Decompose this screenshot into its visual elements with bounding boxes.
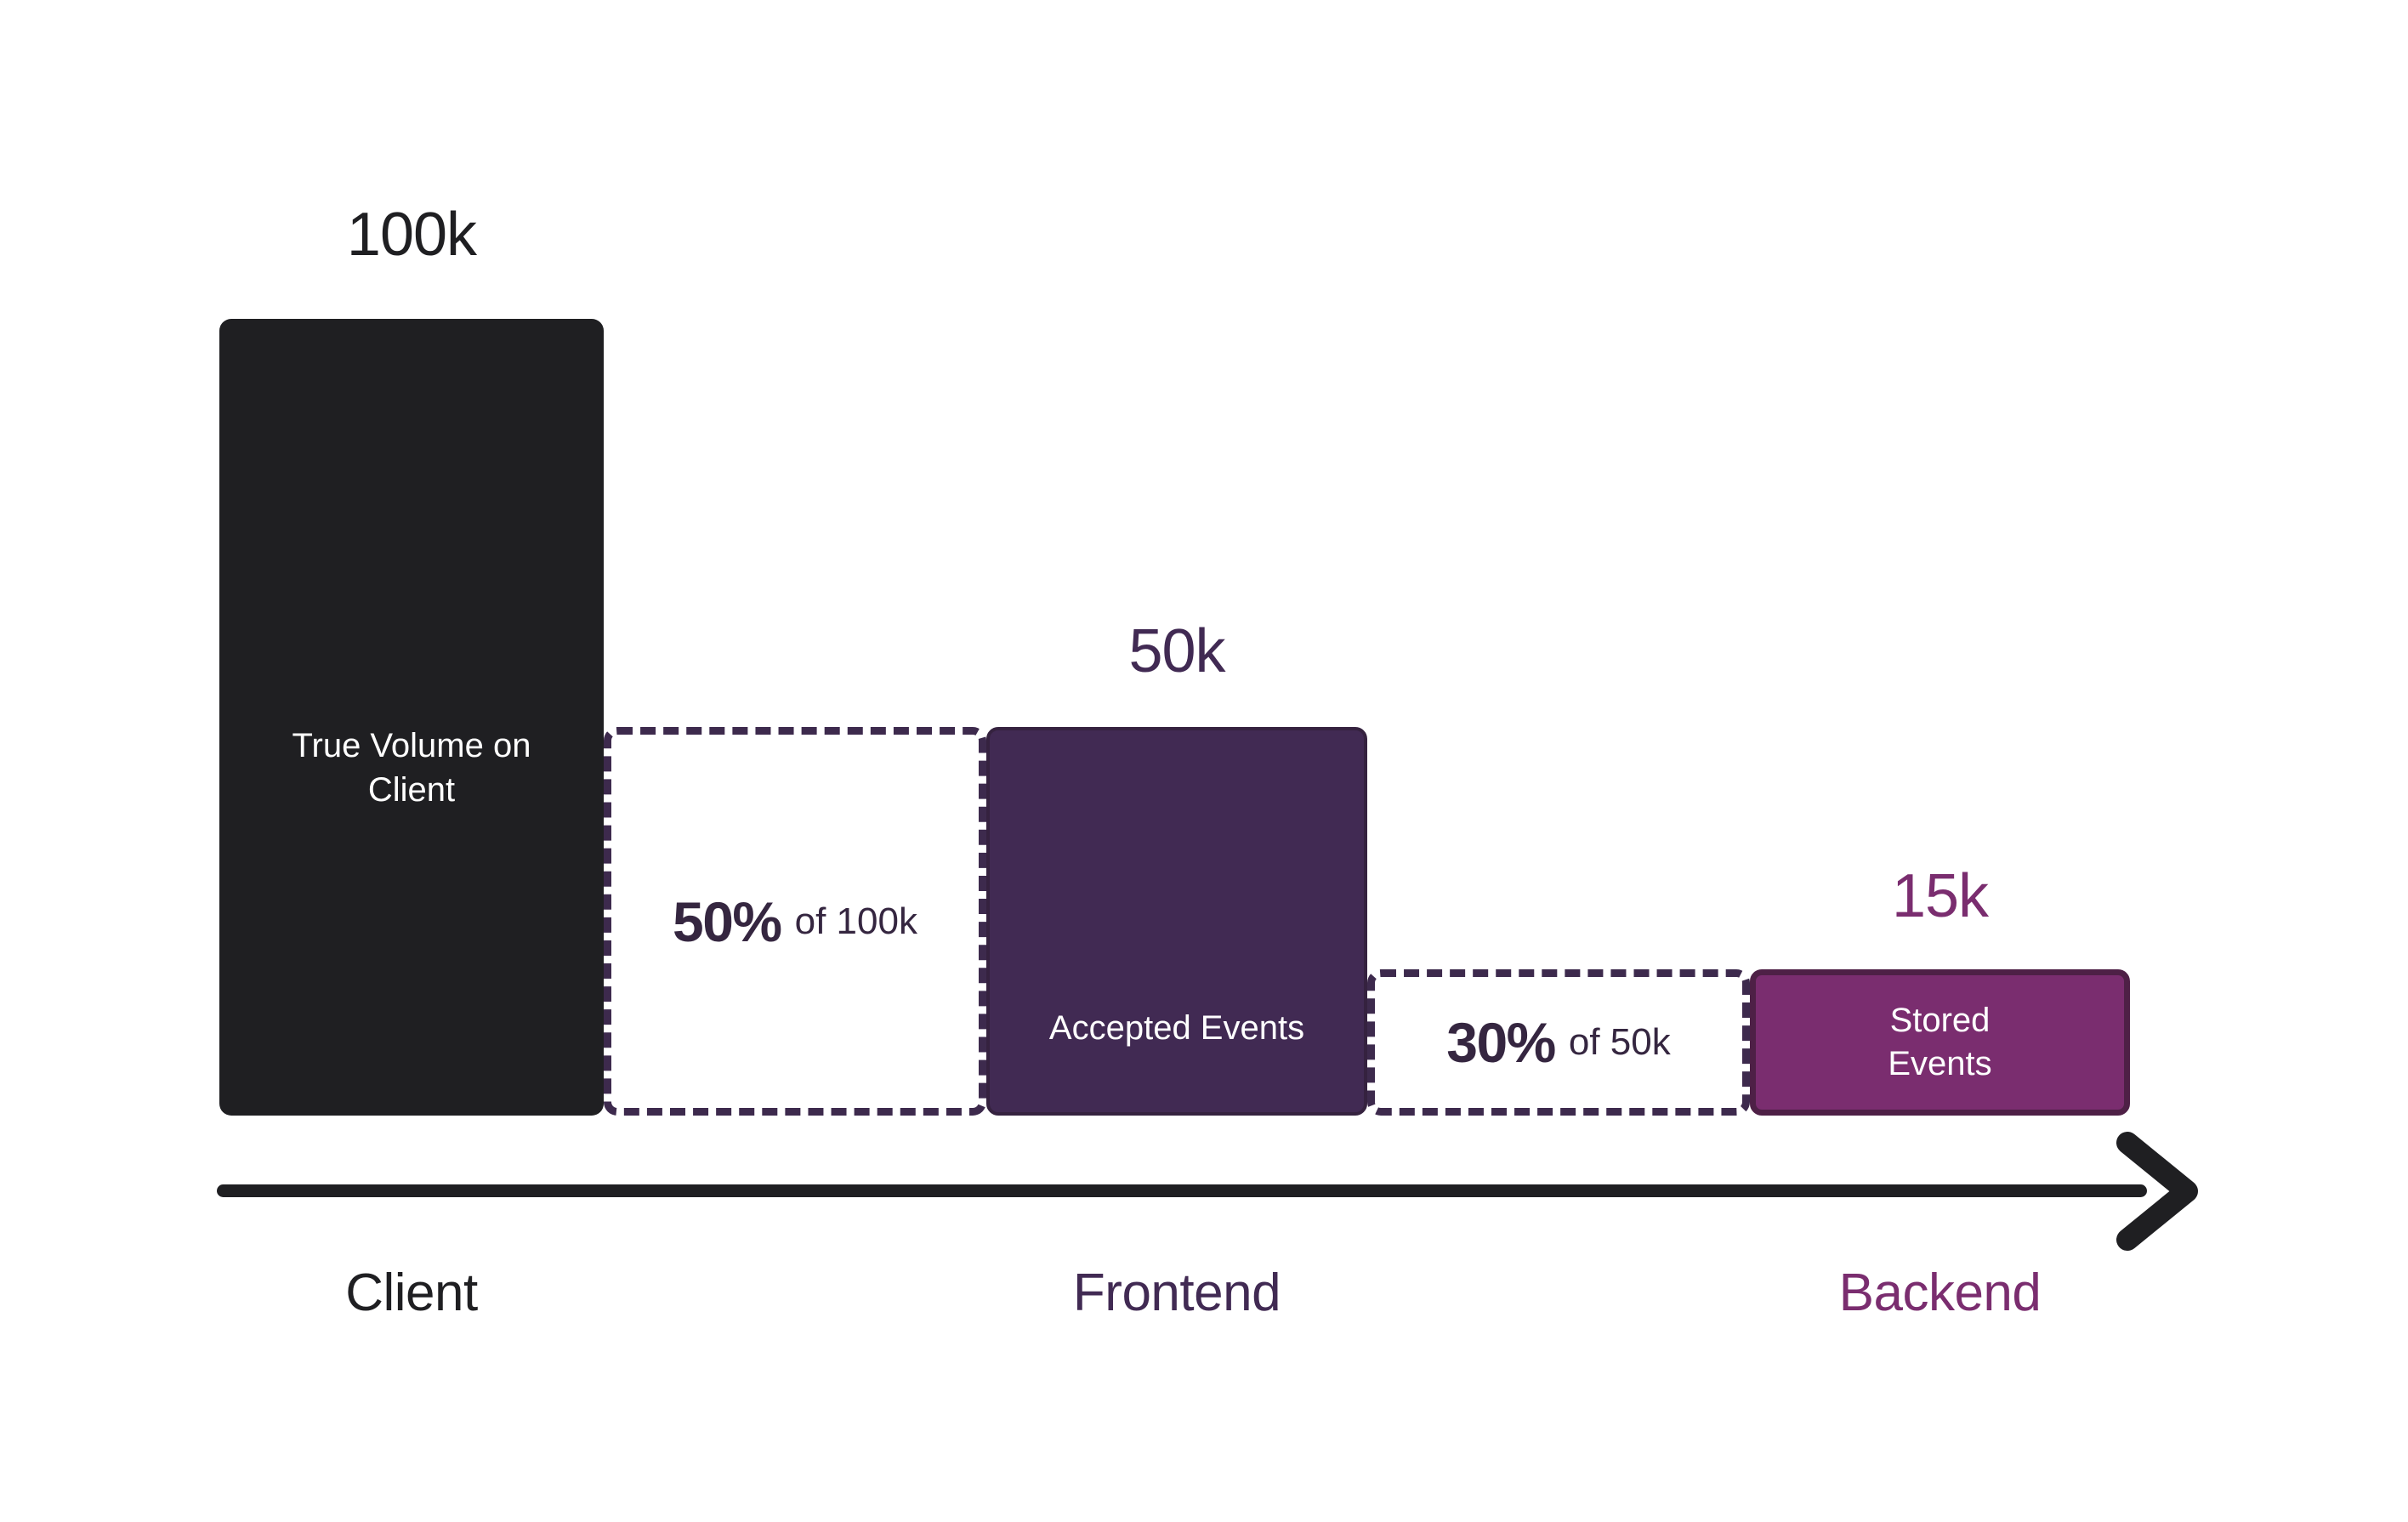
axis-arrow-icon xyxy=(2109,1131,2228,1252)
value-label-backend: 15k xyxy=(1891,862,1989,930)
axis-label-client: Client xyxy=(345,1264,478,1322)
axis-line xyxy=(217,1184,2147,1197)
reduction-base-frontend: of 100k xyxy=(794,900,917,942)
bar-frontend[interactable]: Accepted Events xyxy=(986,727,1367,1116)
reduction-percent-frontend: 50% xyxy=(673,889,782,953)
bar-caption-frontend: Accepted Events xyxy=(1048,1008,1305,1047)
reduction-box-backend: 30% of 50k xyxy=(1367,969,1750,1116)
value-label-frontend: 50k xyxy=(1128,617,1225,685)
reduction-base-backend: of 50k xyxy=(1568,1021,1671,1063)
axis-label-backend: Backend xyxy=(1838,1264,2042,1322)
value-label-client: 100k xyxy=(346,201,477,269)
bar-client[interactable]: True Volume on Client xyxy=(219,319,604,1116)
bar-caption-client: True Volume on Client xyxy=(292,727,531,809)
reduction-percent-backend: 30% xyxy=(1446,1011,1556,1074)
axis-label-frontend: Frontend xyxy=(1072,1264,1281,1322)
bar-backend[interactable]: Stored Events xyxy=(1750,969,2130,1116)
reduction-box-frontend: 50% of 100k xyxy=(604,727,986,1116)
bar-caption-backend: Stored Events xyxy=(1888,1001,1992,1082)
